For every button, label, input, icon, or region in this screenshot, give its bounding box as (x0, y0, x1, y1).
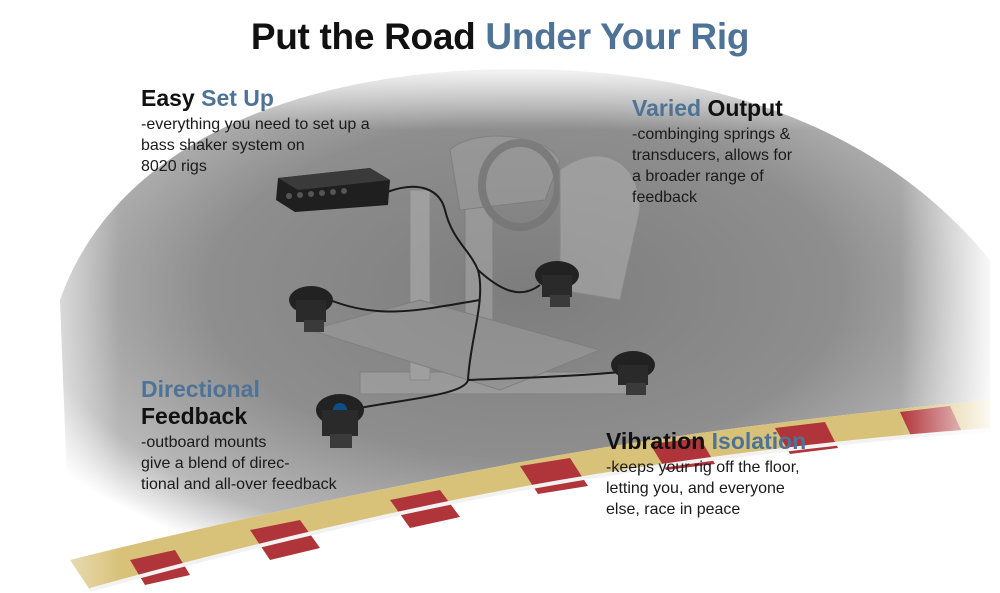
cables (329, 185, 621, 409)
feature-description: -keeps your rig off the floor, letting y… (606, 459, 800, 518)
feature-easy-setup: Easy Set Up -everything you need to set … (141, 85, 431, 177)
title-part2: Under Your Rig (485, 16, 750, 57)
feature-description: -outboard mounts give a blend of direc- … (141, 434, 337, 493)
feature-vibration-isolation: Vibration Isolation -keeps your rig off … (606, 428, 866, 520)
transducer-right (611, 351, 655, 395)
heading-plain: Output (707, 95, 783, 121)
title-part1: Put the Road (250, 16, 486, 57)
heading-accent: Isolation (711, 428, 807, 454)
feature-varied-output: Varied Output -combinging springs & tran… (632, 95, 852, 208)
page-title: Put the Road Under Your Rig (0, 16, 1000, 58)
feature-heading: Varied Output (632, 95, 852, 122)
heading-accent: Varied (632, 95, 708, 121)
feature-heading: Easy Set Up (141, 85, 431, 112)
transducer-left (289, 286, 333, 332)
feature-description: -combinging springs & transducers, allow… (632, 126, 793, 206)
transducer-back (535, 261, 579, 307)
transducer-front (316, 394, 364, 448)
heading-plain: Easy (141, 85, 202, 111)
feature-description: -everything you need to set up a bass sh… (141, 116, 370, 175)
heading-accent: Directional (141, 376, 260, 402)
amplifier-box (276, 168, 390, 212)
heading-plain: Feedback (141, 403, 248, 429)
heading-plain: Vibration (606, 428, 712, 454)
heading-accent: Set Up (201, 85, 274, 111)
rig-frame (308, 135, 641, 395)
feature-heading: Vibration Isolation (606, 428, 866, 455)
